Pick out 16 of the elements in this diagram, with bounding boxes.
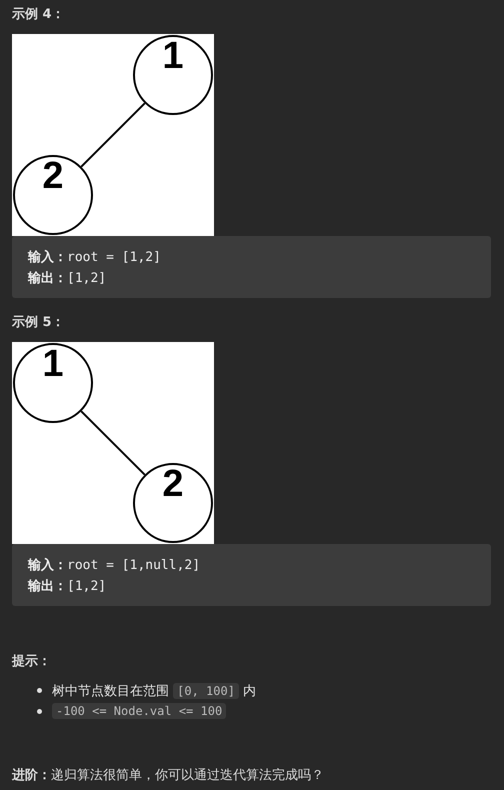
output-line: 输出：[1,2]: [28, 270, 106, 287]
section-heading: 提示：: [12, 653, 51, 670]
tree-edge-line: [80, 102, 146, 168]
tree-edge-line: [80, 410, 146, 476]
tree-node-circle: 2: [133, 463, 213, 543]
follow-up-note: 进阶：递归算法很简单，你可以通过迭代算法完成吗？: [12, 767, 324, 784]
tree-node-circle: 1: [133, 35, 213, 115]
input-line: 输入：root = [1,2]: [28, 248, 161, 266]
tree-node-circle: 1: [13, 343, 93, 423]
bullet-item: 树中节点数目在范围 [0, 100] 内: [52, 682, 256, 700]
section-heading: 示例 5：: [12, 314, 65, 331]
code-chip: -100 <= Node.val <= 100: [52, 703, 226, 719]
tree-node-circle: 2: [13, 155, 93, 235]
output-line: 输出：[1,2]: [28, 578, 106, 595]
section-heading: 示例 4：: [12, 6, 65, 23]
input-line: 输入：root = [1,null,2]: [28, 556, 200, 574]
